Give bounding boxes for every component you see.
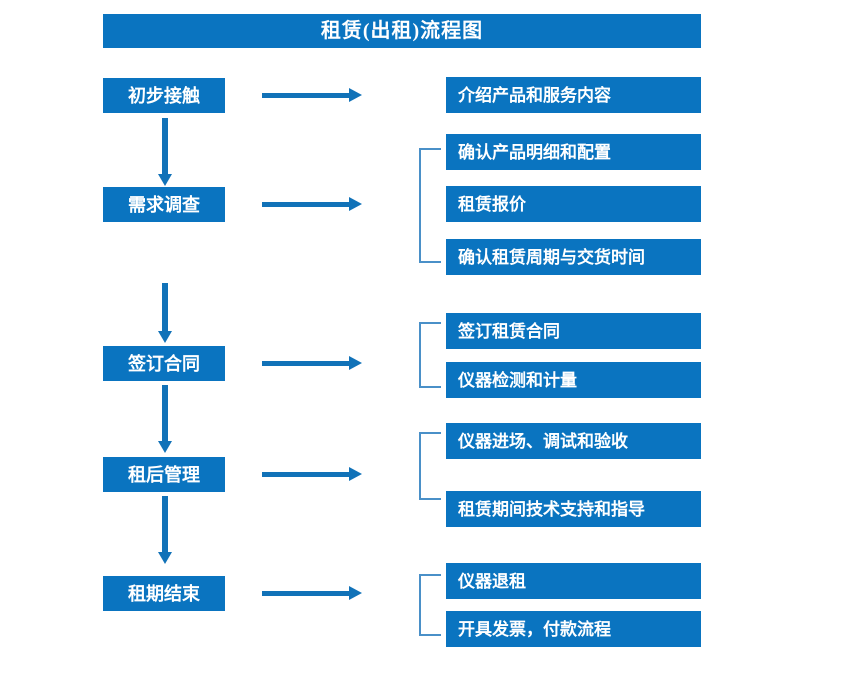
arrow-right-4 <box>262 466 362 482</box>
arrow-down-4 <box>158 496 172 564</box>
detail-box-2-3[interactable]: 确认租赁周期与交货时间 <box>446 239 701 275</box>
arrow-head <box>158 441 172 453</box>
stage-box-3[interactable]: 签订合同 <box>103 346 225 381</box>
detail-box-3-1[interactable]: 签订租赁合同 <box>446 313 701 349</box>
arrow-head <box>158 331 172 343</box>
arrow-head <box>349 586 362 600</box>
arrow-right-2 <box>262 196 362 212</box>
group-bracket-3 <box>419 322 441 388</box>
detail-box-5-2[interactable]: 开具发票，付款流程 <box>446 611 701 647</box>
detail-box-1-1[interactable]: 介绍产品和服务内容 <box>446 77 701 113</box>
arrow-shaft <box>262 361 350 366</box>
group-bracket-4 <box>419 432 441 500</box>
group-bracket-2 <box>419 148 441 263</box>
arrow-shaft <box>162 118 168 174</box>
arrow-shaft <box>162 283 168 331</box>
arrow-shaft <box>262 472 350 477</box>
group-bracket-5 <box>419 574 441 636</box>
detail-box-3-2[interactable]: 仪器检测和计量 <box>446 362 701 398</box>
arrow-shaft <box>262 591 350 596</box>
arrow-head <box>349 467 362 481</box>
arrow-right-1 <box>262 87 362 103</box>
detail-box-5-1[interactable]: 仪器退租 <box>446 563 701 599</box>
detail-box-2-1[interactable]: 确认产品明细和配置 <box>446 134 701 170</box>
arrow-head <box>158 552 172 564</box>
detail-box-2-2[interactable]: 租赁报价 <box>446 186 701 222</box>
arrow-shaft <box>262 202 350 207</box>
arrow-head <box>349 88 362 102</box>
arrow-shaft <box>262 93 350 98</box>
arrow-right-3 <box>262 355 362 371</box>
arrow-shaft <box>162 496 168 552</box>
arrow-down-3 <box>158 385 172 453</box>
arrow-head <box>349 197 362 211</box>
flowchart-title: 租赁(出租)流程图 <box>103 14 701 48</box>
stage-box-2[interactable]: 需求调查 <box>103 187 225 222</box>
arrow-shaft <box>162 385 168 441</box>
detail-box-4-2[interactable]: 租赁期间技术支持和指导 <box>446 491 701 527</box>
arrow-right-5 <box>262 585 362 601</box>
detail-box-4-1[interactable]: 仪器进场、调试和验收 <box>446 423 701 459</box>
arrow-down-2 <box>158 283 172 343</box>
stage-box-1[interactable]: 初步接触 <box>103 78 225 113</box>
arrow-head <box>158 174 172 186</box>
stage-box-5[interactable]: 租期结束 <box>103 576 225 611</box>
arrow-down-1 <box>158 118 172 186</box>
arrow-head <box>349 356 362 370</box>
stage-box-4[interactable]: 租后管理 <box>103 457 225 492</box>
